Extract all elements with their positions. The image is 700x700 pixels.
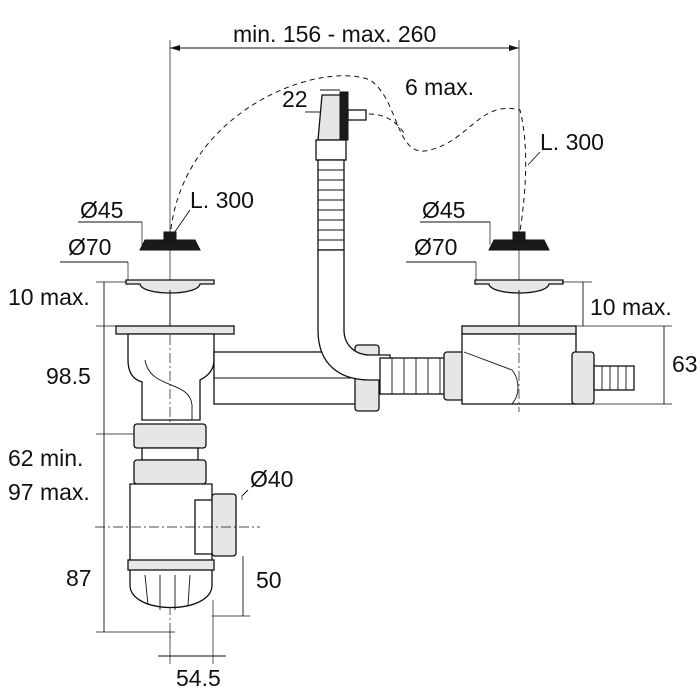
body-left-inner [144, 359, 193, 420]
hose-nut [443, 351, 465, 401]
label-adjust-max: 97 max. [8, 479, 90, 505]
plug-left-knob [163, 231, 177, 242]
label-trap-height: 87 [66, 565, 92, 591]
label-box-height: 63 [672, 351, 698, 377]
label-grid-left: Ø70 [68, 234, 111, 260]
label-body-height: 98.5 [46, 363, 91, 389]
label-chain-right: L. 300 [540, 129, 604, 155]
body-left [127, 333, 215, 421]
overflow-hose-bend [317, 249, 391, 381]
label-overall-span: min. 156 - max. 260 [233, 21, 436, 47]
overflow-hose-corrugated [317, 159, 345, 251]
trap-ring [127, 559, 215, 571]
outlet-nut [211, 493, 237, 557]
label-chain-left: L. 300 [190, 187, 254, 213]
label-plug-left: Ø45 [80, 197, 123, 223]
label-outlet-offset: 54.5 [176, 665, 221, 691]
span-arrow-left [170, 45, 180, 51]
label-adjust-min: 62 min. [8, 445, 83, 471]
label-plug-right: Ø45 [422, 197, 465, 223]
adjust-nut-top [133, 423, 207, 449]
overflow-plate [339, 91, 349, 141]
label-overflow-width: 22 [282, 86, 308, 112]
chain-main [169, 75, 527, 239]
hose-spigot [593, 365, 635, 391]
leader-chain-right [527, 151, 541, 166]
adjust-nut-bottom [133, 459, 207, 485]
grid-right [474, 279, 564, 294]
chain-overflow [359, 113, 406, 136]
box-right-inner [463, 351, 519, 405]
hose-horizontal [379, 357, 451, 395]
span-arrow-right [509, 45, 519, 51]
plug-left [139, 239, 201, 251]
flange-right [461, 325, 577, 335]
label-height-right: 10 max. [590, 294, 672, 320]
trap-grip-ribs [144, 574, 191, 610]
label-grid-right: Ø70 [414, 234, 457, 260]
flange-left [115, 325, 235, 335]
trap-body [129, 483, 213, 609]
overflow-bolt [347, 109, 367, 121]
label-overflow-gap: 6 max. [405, 74, 474, 100]
label-height-left: 10 max. [8, 284, 90, 310]
leader-outlet [241, 489, 249, 497]
label-outlet-diameter: Ø40 [250, 466, 293, 492]
overflow-hose-top [315, 139, 347, 161]
grid-left [125, 279, 215, 294]
plug-right [488, 239, 550, 251]
adjust-tube [141, 447, 199, 461]
label-outlet-height: 50 [256, 567, 282, 593]
box-nut-right [571, 351, 595, 405]
plug-right-knob [512, 231, 526, 242]
